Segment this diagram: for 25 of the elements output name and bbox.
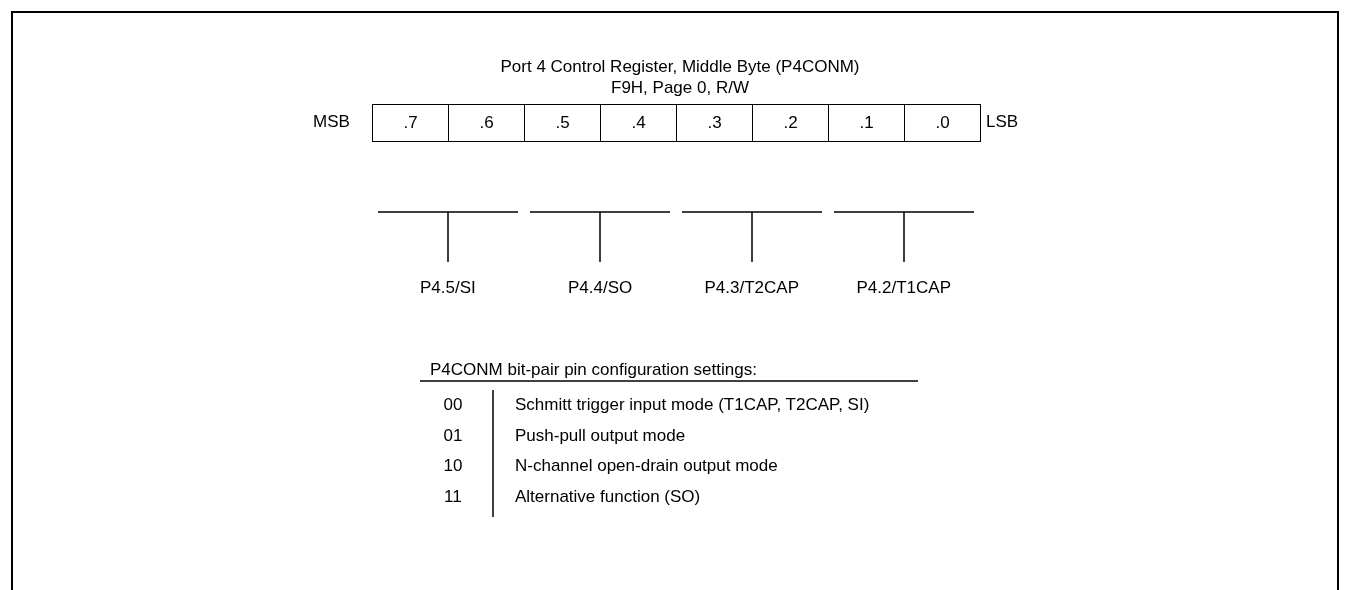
register-address: F9H, Page 0, R/W [611, 78, 749, 98]
register-title: Port 4 Control Register, Middle Byte (P4CONM) [500, 57, 860, 77]
bit-cell: .1 [828, 104, 905, 142]
bit-cell: .7 [372, 104, 449, 142]
bit-cell: .2 [752, 104, 829, 142]
msb-label: MSB [313, 112, 350, 132]
pin-name: P4.2/T1CAP [856, 278, 951, 298]
pin-name: P4.3/T2CAP [704, 278, 799, 298]
bit-cell: .6 [448, 104, 525, 142]
bit-code: 01 [443, 425, 463, 446]
bit-code: 10 [443, 456, 463, 476]
setting-description: Schmitt trigger input mode (T1CAP, T2CAP, SI) [515, 395, 870, 415]
bit-cell: .3 [676, 104, 753, 142]
bit-cell: .5 [524, 104, 601, 142]
bit-cell: .4 [600, 104, 677, 142]
setting-description: N-channel open-drain output mode [515, 456, 778, 476]
settings-heading: P4CONM bit-pair pin configuration settings: [430, 360, 757, 380]
setting-description: Alternative function (SO) [515, 486, 701, 507]
bit-cell: .0 [904, 104, 981, 142]
bit-code: 11 [444, 486, 462, 507]
pin-name: P4.4/SO [568, 278, 633, 298]
setting-description: Push-pull output mode [515, 425, 686, 446]
pin-name: P4.5/SI [420, 278, 476, 298]
lsb-label: LSB [986, 112, 1019, 132]
bit-code: 00 [443, 395, 463, 415]
